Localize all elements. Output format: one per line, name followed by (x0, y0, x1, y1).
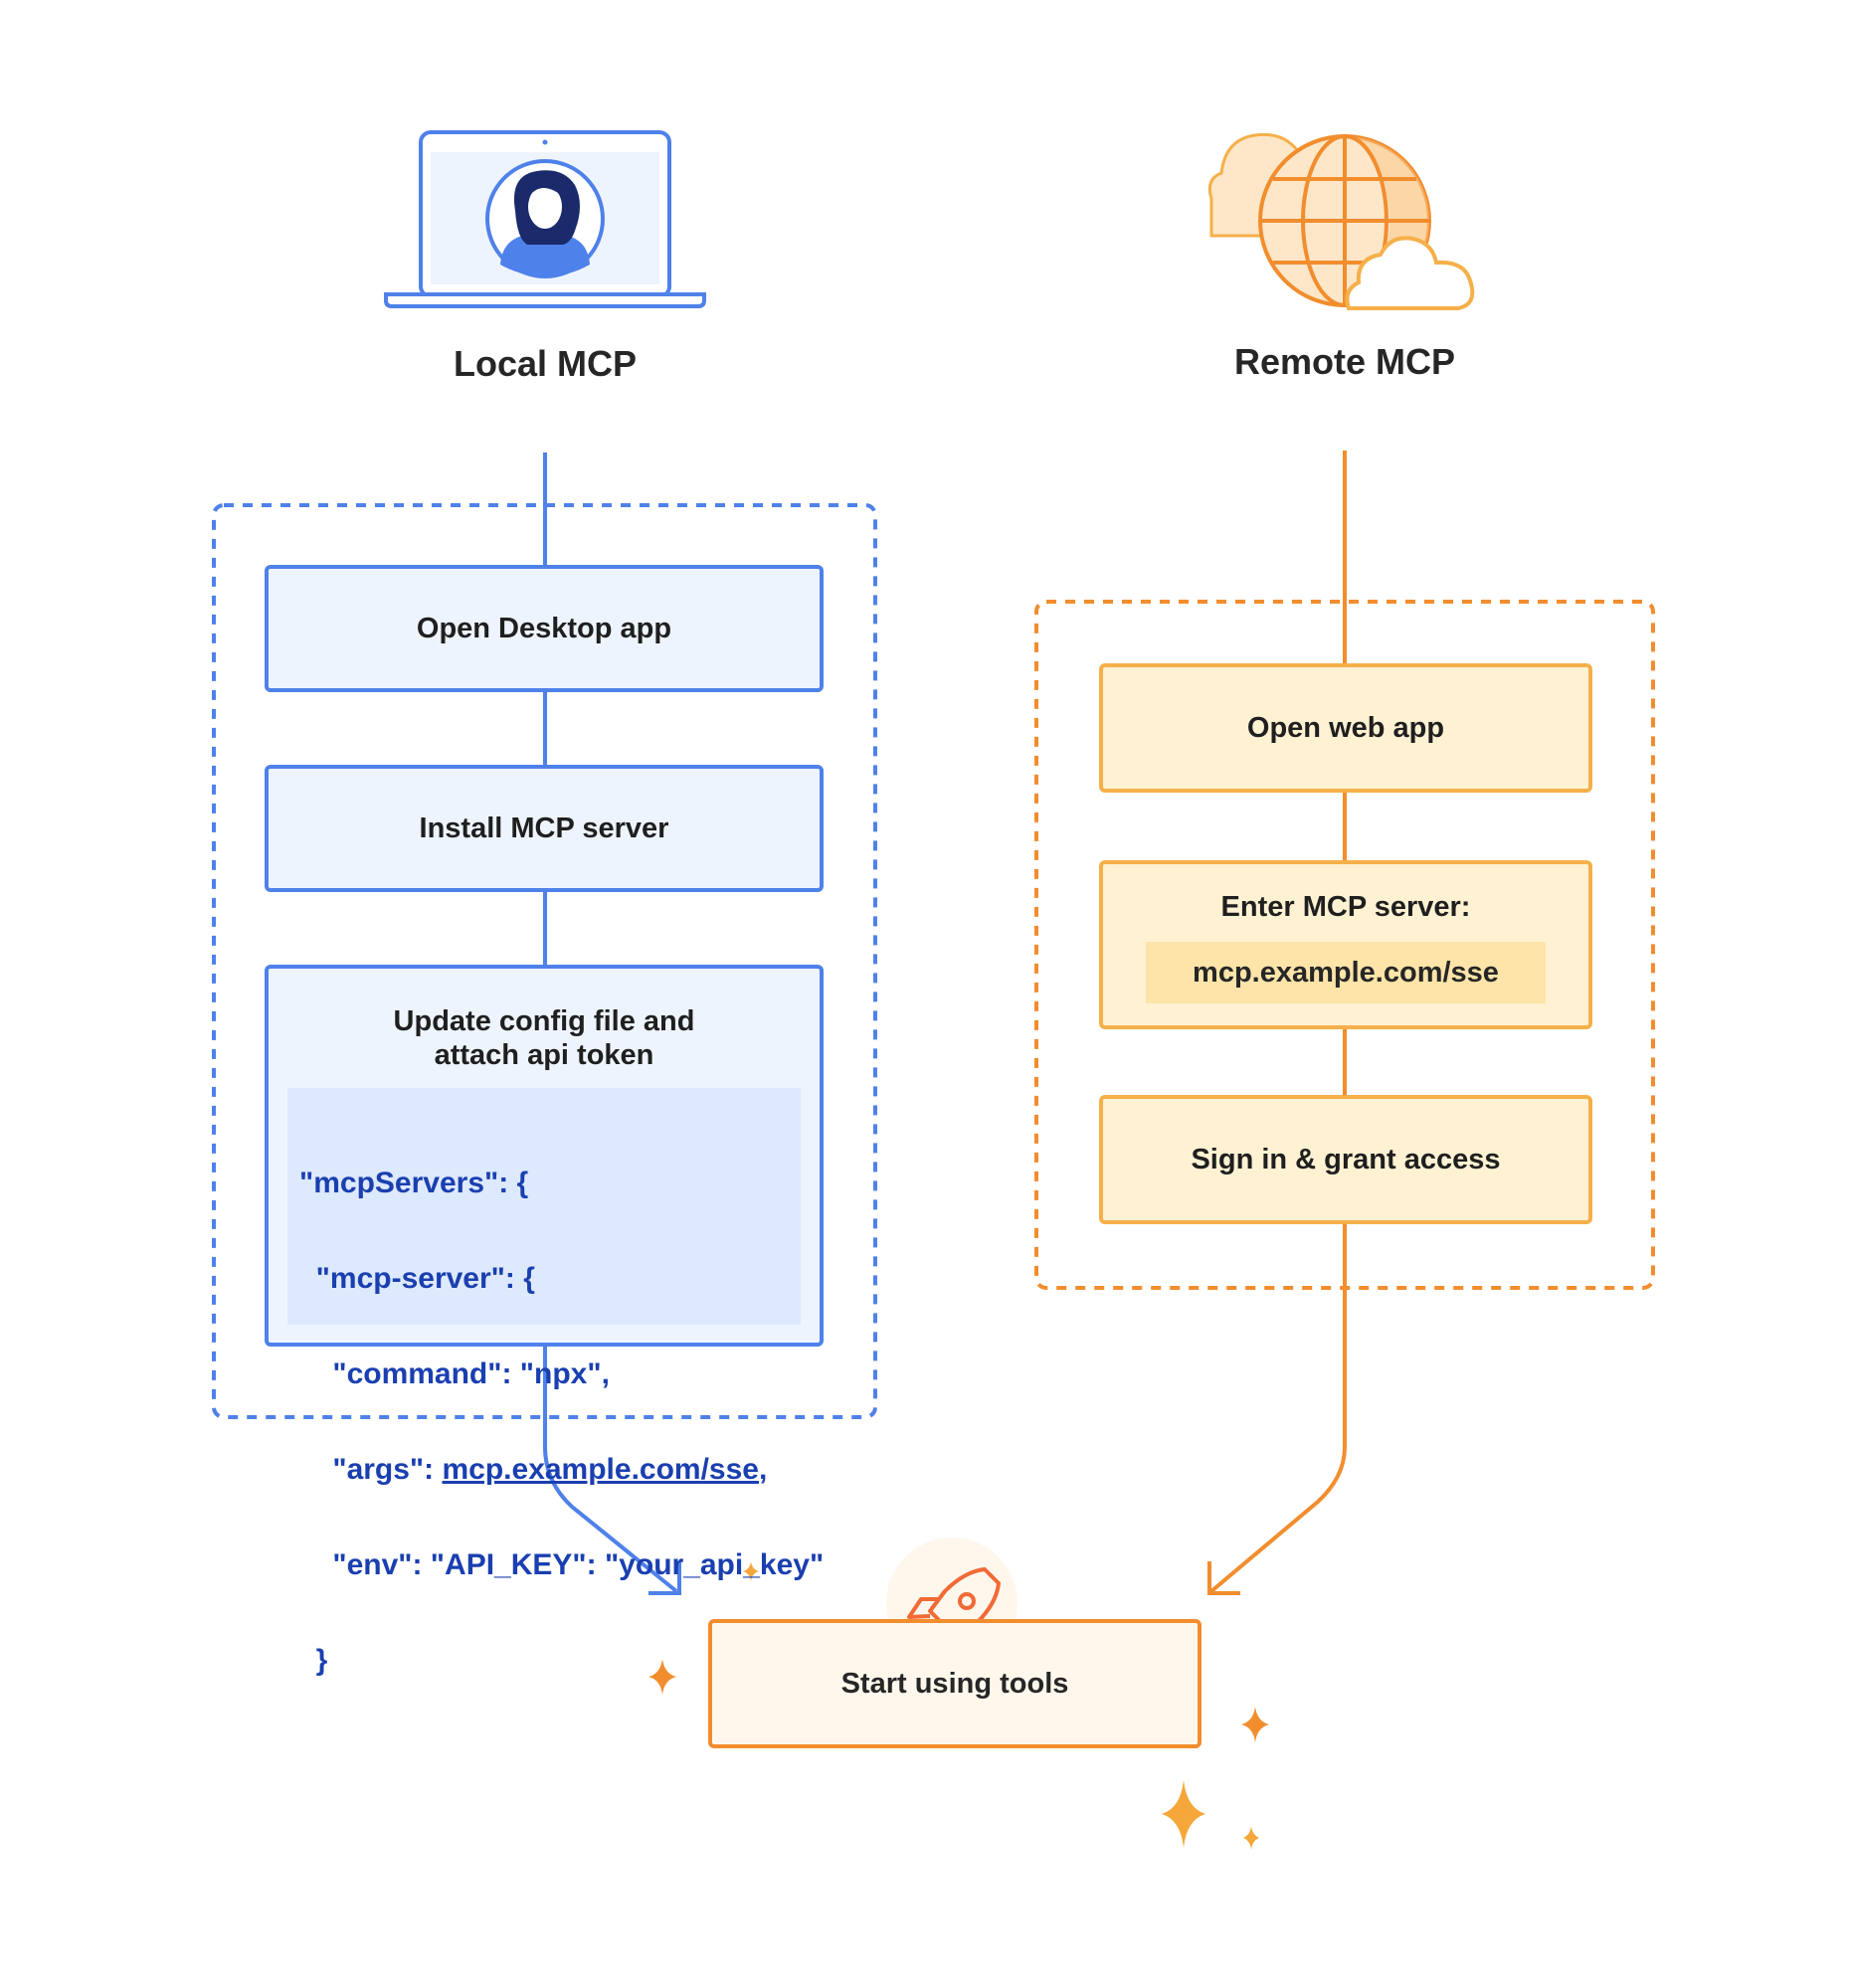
update-config-title-line1: Update config file and (393, 1005, 695, 1037)
remote-mcp-title: Remote MCP (1233, 341, 1456, 382)
code-line: "mcpServers": { (299, 1167, 529, 1199)
config-code-block: "mcpServers": { "mcp-server": { "command… (287, 1088, 824, 1677)
start-using-tools-step: Start using tools (708, 1619, 1202, 1748)
code-line: "mcp-server": { (299, 1262, 535, 1295)
open-desktop-app-step: Open Desktop app (265, 565, 824, 692)
update-config-title-line2: attach api token (434, 1039, 654, 1071)
remote-flow-line (1209, 451, 1347, 1593)
local-arrow-head (648, 1561, 681, 1595)
sparkle-icon (648, 1659, 676, 1695)
local-mcp-title: Local MCP (453, 343, 638, 384)
code-line: "command": "npx", (299, 1357, 610, 1390)
code-line: "args": mcp.example.com/sse, (299, 1454, 801, 1486)
globe-cloud-icon (1207, 132, 1475, 310)
open-web-app-step: Open web app (1099, 663, 1592, 793)
args-url-link[interactable]: mcp.example.com/sse (442, 1453, 759, 1486)
code-args-key: "args": (299, 1453, 443, 1486)
install-mcp-server-step: Install MCP server (265, 765, 824, 892)
sparkle-icons (648, 1561, 1269, 1850)
code-line: } (299, 1644, 328, 1677)
sparkle-icon (1241, 1707, 1269, 1742)
code-comma: , (759, 1453, 768, 1486)
code-line: "env": "API_KEY": "your_api_key" (299, 1548, 825, 1581)
server-url-field: mcp.example.com/sse (1146, 942, 1546, 1003)
sparkle-icon (743, 1561, 759, 1581)
laptop-user-icon (384, 130, 706, 308)
update-config-title: Update config file and attach api token (269, 1004, 820, 1072)
sign-in-grant-access-step: Sign in & grant access (1099, 1095, 1592, 1224)
update-config-step: Update config file and attach api token … (265, 965, 824, 1677)
enter-mcp-server-label: Enter MCP server: (1220, 891, 1471, 923)
sparkle-icon (1243, 1826, 1259, 1850)
local-flow-line (543, 452, 678, 1593)
local-group-border (212, 503, 877, 1419)
remote-arrow-head (1207, 1561, 1240, 1595)
enter-mcp-server-step: Enter MCP server: mcp.example.com/sse (1099, 860, 1592, 1029)
sparkle-icon (1162, 1780, 1205, 1848)
